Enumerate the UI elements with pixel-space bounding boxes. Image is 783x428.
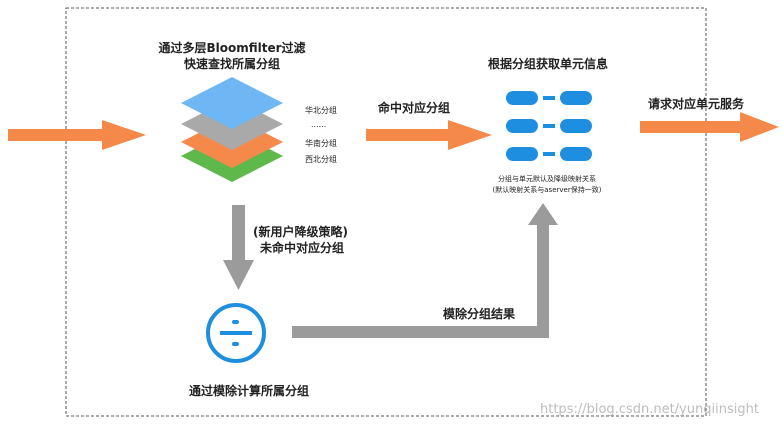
hit-group-label: 命中对应分组 — [378, 101, 451, 115]
layer-label-northwest: 西北分组 — [305, 155, 337, 164]
right-title: 根据分组获取单元信息 — [488, 57, 609, 71]
outgoing-arrow — [640, 112, 779, 142]
watermark: https://blog.csdn.net/yunqiinsight — [540, 402, 759, 417]
layer-label-south: 华南分组 — [305, 139, 337, 148]
mapping-note-line2: (默认映射关系与aserver保持一致) — [492, 186, 602, 194]
mapping-note-line1: 分组与单元默认及降级映射关系 — [498, 175, 596, 183]
group-unit-mapping-icon — [506, 91, 592, 161]
divide-icon — [206, 303, 266, 363]
incoming-arrow — [8, 120, 146, 150]
downgrade-label-line1: (新用户降级策略) — [253, 225, 348, 239]
mod-result-label: 模除分组结果 — [443, 307, 516, 321]
left-title-line2: 快速查找所属分组 — [183, 57, 280, 71]
mod-result-arrow — [292, 203, 558, 338]
layer-label-north: 华北分组 — [305, 106, 337, 115]
request-service-label: 请求对应单元服务 — [648, 97, 745, 111]
mod-calc-label: 通过模除计算所属分组 — [189, 384, 310, 398]
dashed-boundary — [65, 7, 707, 417]
hit-group-arrow — [366, 120, 492, 150]
downgrade-arrow — [223, 205, 254, 290]
left-title-line1: 通过多层Bloomfilter过滤 — [158, 41, 306, 55]
layer-label-ellipsis: ...... — [311, 120, 327, 129]
layer-stack-icon — [181, 77, 283, 182]
downgrade-label-line2: 未命中对应分组 — [260, 241, 345, 255]
